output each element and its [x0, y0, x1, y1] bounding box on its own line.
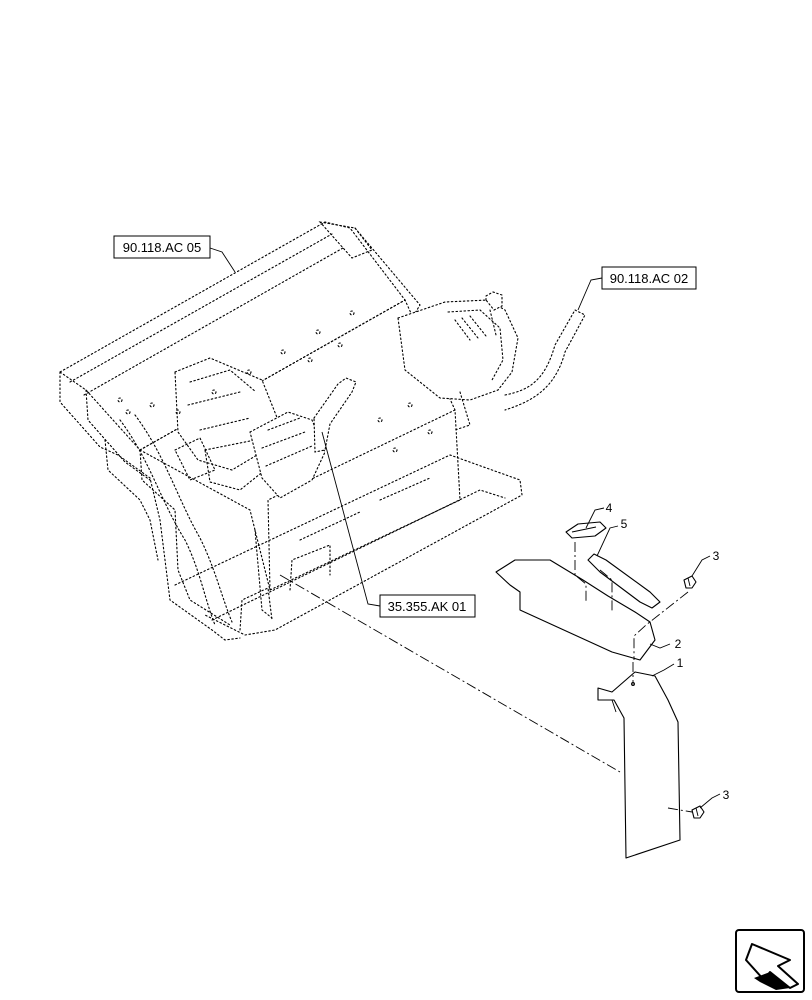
- ref-box-right-console: [601, 266, 697, 290]
- callout-item-4: 4: [606, 501, 613, 515]
- next-page-arrow-icon[interactable]: [735, 929, 805, 993]
- callout-item-1: 1: [677, 656, 684, 670]
- part-5-trim-strip: [587, 553, 661, 609]
- ref-label-control-lever: 35.355.AK 01: [388, 599, 467, 614]
- cab-frame-assembly: [58, 221, 586, 641]
- part-3-screw-upper: [683, 575, 697, 589]
- callout-item-2: 2: [675, 637, 682, 651]
- callout-item-3-lower: 3: [723, 788, 730, 802]
- part-1-side-panel: [597, 671, 681, 859]
- reference-callouts: 90.118.AC 05 90.118.AC 02 35.355.AK 01: [113, 235, 697, 618]
- callout-item-3-upper: 3: [713, 549, 720, 563]
- ref-label-cab-frame: 90.118.AC 05: [123, 240, 202, 255]
- part-3-screw-lower: [691, 805, 705, 819]
- part-2-mounting-plate: [495, 559, 656, 661]
- ref-label-right-console: 90.118.AC 02: [610, 271, 689, 286]
- callout-item-5: 5: [621, 517, 628, 531]
- ref-box-control-lever: [379, 594, 476, 618]
- alignment-lines: [279, 542, 693, 813]
- part-4-pad: [565, 521, 607, 539]
- ref-box-cab-frame: [113, 235, 211, 259]
- item-callouts: 4 5 3 2 1 3: [585, 501, 730, 809]
- exploded-parts: [495, 521, 705, 859]
